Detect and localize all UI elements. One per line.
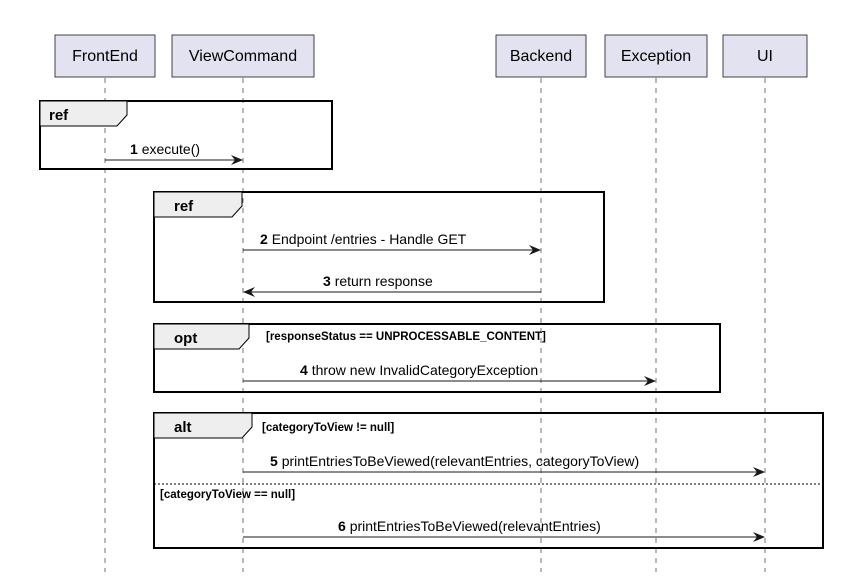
message-text: printEntriesToBeViewed(relevantEntries) [350,518,601,534]
participant-ui: UI [722,34,808,78]
message-label: 3 return response [323,273,433,289]
participant-frontend: FrontEnd [54,34,156,78]
message-3: 3 return response [243,273,541,297]
fragment-guard: [categoryToView != null] [262,422,394,434]
fragment-tab [153,323,250,350]
message-4: 4 throw new InvalidCategoryException [243,362,656,386]
message-5: 5 printEntriesToBeViewed(relevantEntries… [243,453,765,477]
fragment-tab [153,412,253,439]
participant-box [495,34,587,78]
participant-label: UI [757,48,773,65]
fragment-label: ref [174,198,194,215]
message-text: throw new InvalidCategoryException [312,362,538,378]
fragment-label: ref [49,107,69,124]
participant-label: ViewCommand [189,48,297,65]
arrowhead-icon [644,376,656,386]
participant-exception: Exception [604,34,708,78]
message-number: 5 [270,453,278,469]
message-label: 1 execute() [130,141,200,157]
message-text: printEntriesToBeViewed(relevantEntries, … [282,453,639,469]
arrowhead-icon [753,467,765,477]
opt-fragment: opt [responseStatus == UNPROCESSABLE_CON… [153,323,721,393]
fragment-frame [153,191,605,303]
fragment-else-guard: [categoryToView == null] [160,489,295,501]
arrowhead-icon [753,532,765,542]
message-label: 2 Endpoint /entries - Handle GET [260,231,467,247]
participant-label: Backend [510,48,572,65]
participant-backend: Backend [495,34,587,78]
participant-label: FrontEnd [72,48,138,65]
ref-fragment-execute: ref [39,100,333,170]
alt-fragment: alt [categoryToView != null] [categoryTo… [153,412,824,549]
fragment-guard: [responseStatus == UNPROCESSABLE_CONTENT… [266,331,546,343]
message-number: 6 [338,518,346,534]
participant-box [171,34,315,78]
fragment-tab [153,191,243,218]
message-text: Endpoint /entries - Handle GET [272,231,467,247]
message-number: 2 [260,231,268,247]
fragment-label: opt [174,330,197,347]
arrowhead-icon [243,287,255,297]
message-label: 5 printEntriesToBeViewed(relevantEntries… [270,453,639,469]
arrowhead-icon [529,245,541,255]
message-2: 2 Endpoint /entries - Handle GET [243,231,541,255]
message-number: 4 [300,362,308,378]
participant-label: Exception [621,48,691,65]
message-1: 1 execute() [105,141,243,165]
message-number: 1 [130,141,138,157]
message-number: 3 [323,273,331,289]
fragment-frame [153,412,824,549]
participant-box [54,34,156,78]
message-6: 6 printEntriesToBeViewed(relevantEntries… [243,518,765,542]
participant-box [604,34,708,78]
message-label: 4 throw new InvalidCategoryException [300,362,538,378]
fragment-tab [39,100,128,127]
fragment-frame [153,323,721,393]
message-text: execute() [142,141,200,157]
participant-viewcommand: ViewCommand [171,34,315,78]
fragment-frame [39,100,333,170]
ref-fragment-endpoint: ref [153,191,605,303]
message-text: return response [335,273,433,289]
message-label: 6 printEntriesToBeViewed(relevantEntries… [338,518,601,534]
participant-box [722,34,808,78]
fragment-label: alt [174,419,192,436]
arrowhead-icon [231,155,243,165]
